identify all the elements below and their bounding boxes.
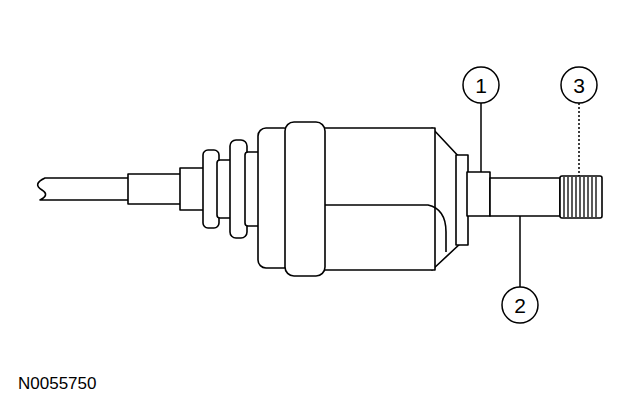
boot-clamp	[180, 168, 206, 210]
housing-groove	[325, 205, 446, 252]
callout-circle	[463, 67, 499, 103]
callout-number: 1	[475, 75, 487, 96]
shaft-step	[128, 174, 182, 204]
stub-collar	[467, 172, 490, 216]
housing-body	[320, 128, 435, 270]
callout-circle	[502, 287, 538, 323]
housing-band	[285, 122, 325, 276]
callout-circle	[561, 67, 597, 103]
callout-number: 3	[573, 75, 585, 96]
spline-teeth	[564, 177, 596, 217]
stub-shaft	[490, 178, 560, 216]
callout-number: 2	[514, 295, 526, 316]
figure-code: N0055750	[18, 375, 96, 392]
leader-line	[578, 103, 580, 176]
leader-line	[519, 216, 521, 287]
shaft	[38, 178, 135, 200]
leader-line	[480, 103, 482, 172]
spline	[560, 176, 602, 218]
